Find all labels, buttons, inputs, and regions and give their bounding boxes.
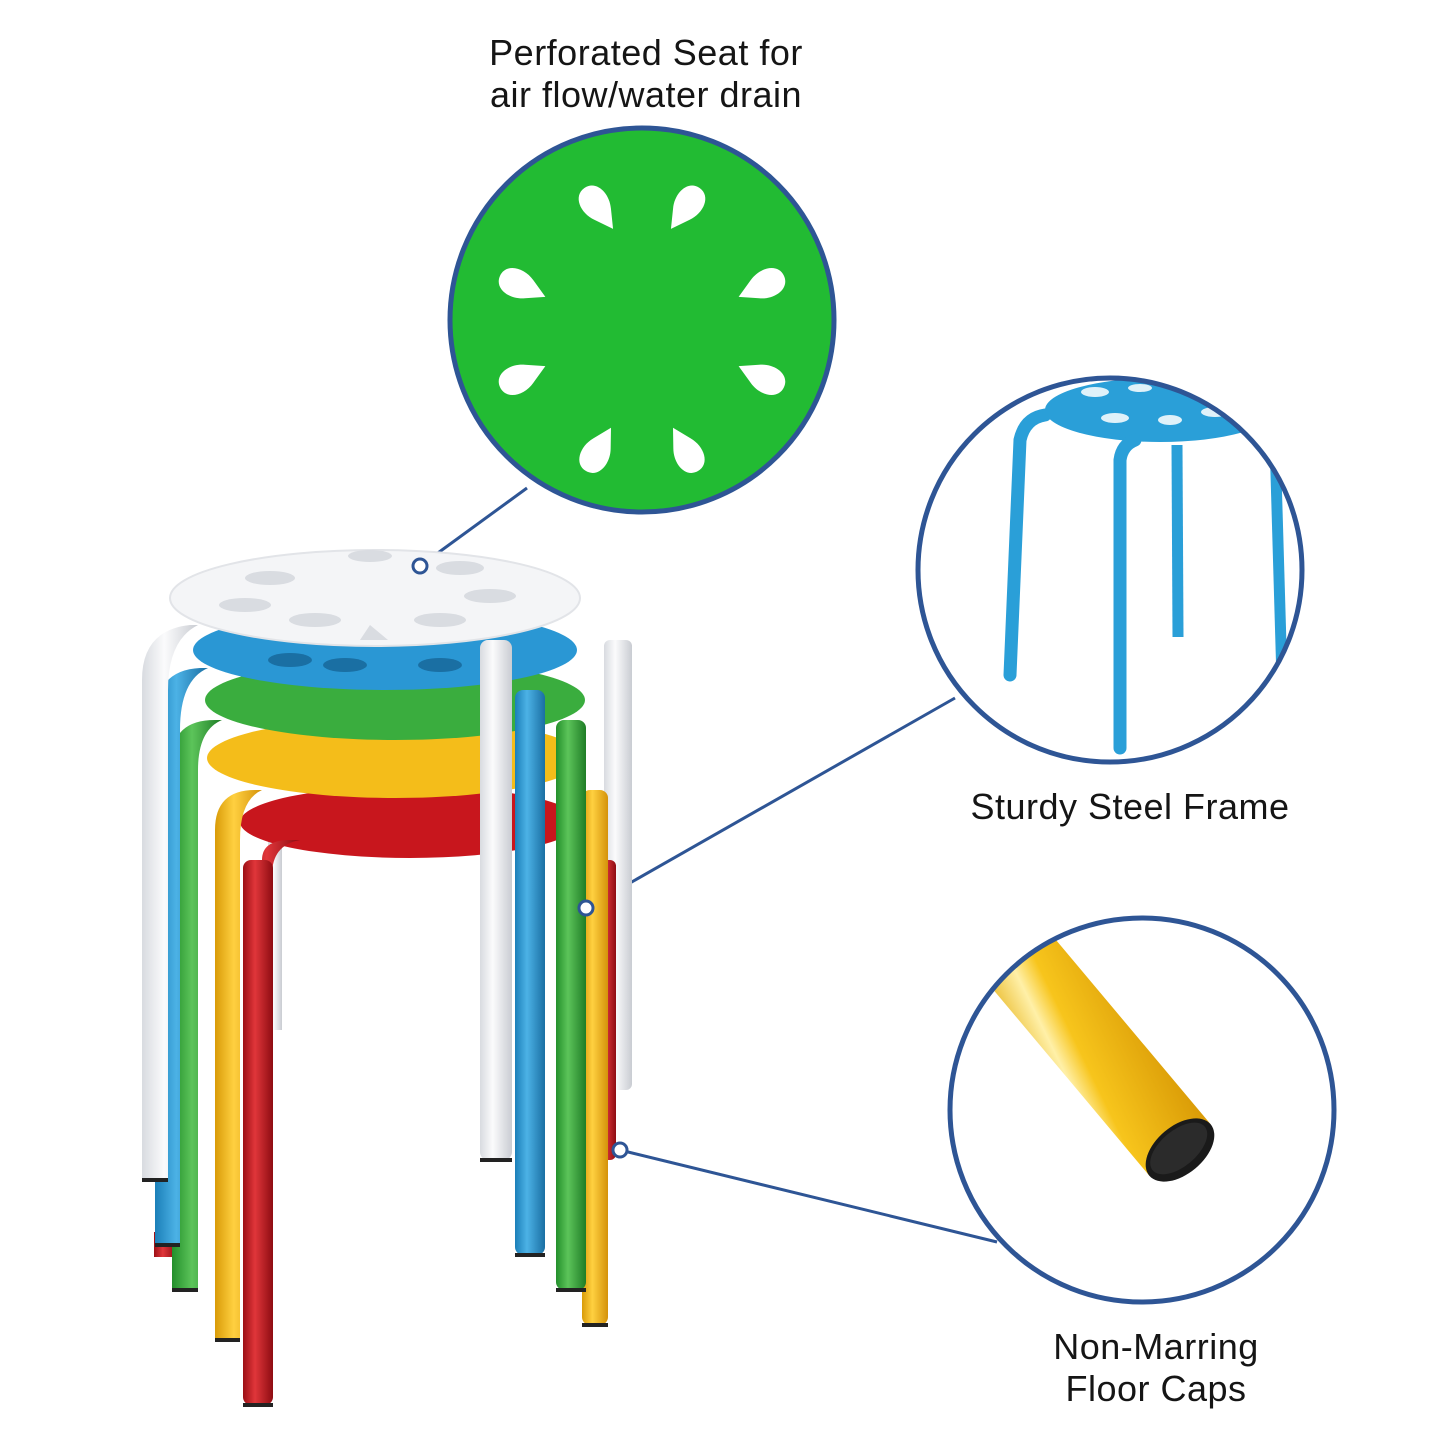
- stool-stack: [142, 549, 632, 1407]
- caption-line: Perforated Seat for: [489, 32, 803, 73]
- leader-line-frame: [585, 696, 956, 910]
- perforation-holes: [498, 185, 786, 473]
- caption-line: air flow/water drain: [489, 74, 803, 115]
- anchor-dot-frame: [577, 899, 595, 917]
- callout-caption-floor-caps: Non-Marring Floor Caps: [956, 1326, 1356, 1410]
- caption-line: Floor Caps: [1065, 1368, 1247, 1409]
- caption-line: Non-Marring: [1053, 1326, 1259, 1367]
- caption-line: Sturdy Steel Frame: [970, 786, 1290, 827]
- detail-circle-perforated-seat: [447, 125, 837, 515]
- detail-circle-floor-caps: [947, 915, 1337, 1305]
- leader-line-caps: [619, 1148, 998, 1244]
- callout-caption-perforated-seat: Perforated Seat for air flow/water drain: [446, 32, 846, 116]
- seat-perforations: [219, 550, 516, 640]
- callout-caption-steel-frame: Sturdy Steel Frame: [930, 786, 1330, 828]
- detail-circle-steel-frame: [915, 375, 1305, 765]
- anchor-dots: [411, 557, 629, 1159]
- anchor-dot-seat: [411, 557, 429, 575]
- anchor-dot-caps: [611, 1141, 629, 1159]
